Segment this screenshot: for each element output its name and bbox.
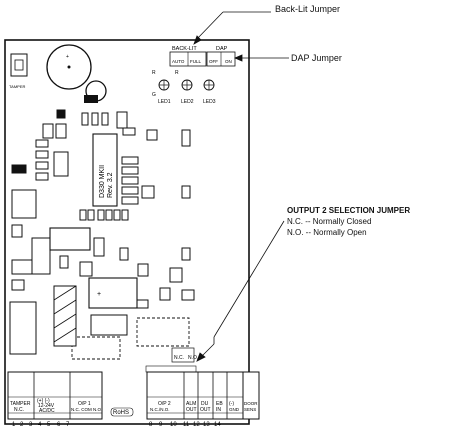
board-model: D330 MKII [99, 165, 106, 198]
svg-text:G: G [152, 92, 156, 98]
terminal-number: 8 [149, 422, 153, 428]
heatsink [53, 285, 77, 347]
svg-text:DU: DU [201, 401, 209, 407]
output2-callout-title: OUTPUT 2 SELECTION JUMPER [287, 206, 411, 215]
svg-text:(+) (-): (+) (-) [37, 398, 50, 404]
terminal-number: 3 [29, 422, 33, 428]
svg-text:GND: GND [229, 407, 240, 412]
svg-text:R: R [175, 70, 179, 76]
led1-label: LED1 [158, 99, 171, 105]
terminal-number: 1 [12, 422, 16, 428]
pcb-outline [4, 39, 250, 425]
terminal-number: 10 [170, 422, 177, 428]
svg-text:OUT: OUT [186, 407, 197, 413]
terminal-number: 11 [183, 422, 190, 428]
svg-text:R: R [152, 70, 156, 76]
svg-text:N.C./N.O.: N.C./N.O. [150, 407, 170, 412]
backlit-label: BACK-LIT [172, 46, 197, 52]
led2 [181, 79, 193, 91]
led3-label: LED3 [203, 99, 216, 105]
terminal-number: 9 [159, 422, 163, 428]
terminal-number: 13 [203, 422, 210, 428]
svg-text:ALM: ALM [186, 401, 196, 407]
rohs-mark: RoHS [113, 410, 129, 416]
svg-text:N.C.: N.C. [14, 407, 24, 413]
buzzer: + [46, 44, 92, 90]
terminal-number: 5 [47, 422, 51, 428]
svg-text:12-24V: 12-24V [38, 403, 55, 409]
tamper-switch: TAMPER [9, 53, 28, 89]
terminal-block-left: TAMPER N.C. (+) (-) 12-24V AC/DC O/P 1 N… [7, 371, 103, 420]
svg-text:SENS: SENS [244, 407, 256, 412]
terminal-number: 2 [20, 422, 24, 428]
svg-text:(-): (-) [229, 401, 234, 407]
terminal-number: 14 [214, 422, 221, 428]
backlit-jumper-block: BACK-LIT AUTO FULL [169, 46, 207, 67]
board-rev: Rev. 3.2 [107, 172, 114, 198]
output2-callout-no: N.O. -- Normally Open [287, 228, 367, 237]
svg-text:OUT: OUT [200, 407, 211, 413]
dap-label: DAP [216, 46, 228, 52]
backlit-full: FULL [190, 59, 202, 64]
terminal-number: 6 [57, 422, 61, 428]
small-components [11, 109, 195, 309]
led3 [203, 79, 215, 91]
svg-text:O/P 1: O/P 1 [78, 401, 91, 407]
dap-jumper-callout: DAP Jumper [291, 53, 342, 63]
terminal-door-sens: DOOR SENS [242, 371, 260, 420]
output2-callout: OUTPUT 2 SELECTION JUMPER N.C. -- Normal… [287, 205, 410, 238]
terminal-number: 7 [66, 422, 70, 428]
svg-text:IN: IN [216, 407, 221, 413]
relay-bottom-left [9, 301, 128, 360]
led1 [158, 79, 170, 91]
callout-arrows [193, 11, 289, 362]
terminal-block-right: O/P 2 N.C./N.O. ALM OUT DU OUT EB IN (-)… [146, 371, 244, 420]
jumper-no: N.O. [188, 355, 198, 361]
jumper-nc: N.C. [174, 355, 184, 361]
svg-text:+: + [66, 54, 69, 60]
svg-text:EB: EB [216, 401, 223, 407]
led2-label: LED2 [181, 99, 194, 105]
svg-text:TAMPER: TAMPER [10, 401, 31, 407]
relay-left: + [88, 277, 138, 309]
dap-jumper-block: DAP OFF ON [206, 46, 236, 67]
svg-text:DOOR: DOOR [244, 401, 258, 406]
relay-right [136, 317, 190, 347]
svg-text:AC/DC: AC/DC [39, 408, 55, 414]
svg-text:N.C. COM N.O.: N.C. COM N.O. [71, 407, 102, 412]
svg-text:O/P 2: O/P 2 [158, 401, 171, 407]
backlit-jumper-callout: Back-Lit Jumper [275, 4, 341, 14]
svg-text:+: + [97, 291, 101, 298]
dap-on: ON [225, 59, 232, 64]
terminal-number: 12 [193, 422, 200, 428]
terminal-number: 4 [38, 422, 42, 428]
backlit-auto: AUTO [172, 59, 185, 64]
tamper-label: TAMPER [9, 84, 25, 89]
main-chip: D330 MKII Rev. 3.2 [92, 133, 118, 207]
leds: R R G LED1 LED2 LED3 [152, 70, 216, 105]
dap-off: OFF [209, 59, 218, 64]
output2-callout-nc: N.C. -- Normally Closed [287, 217, 372, 226]
